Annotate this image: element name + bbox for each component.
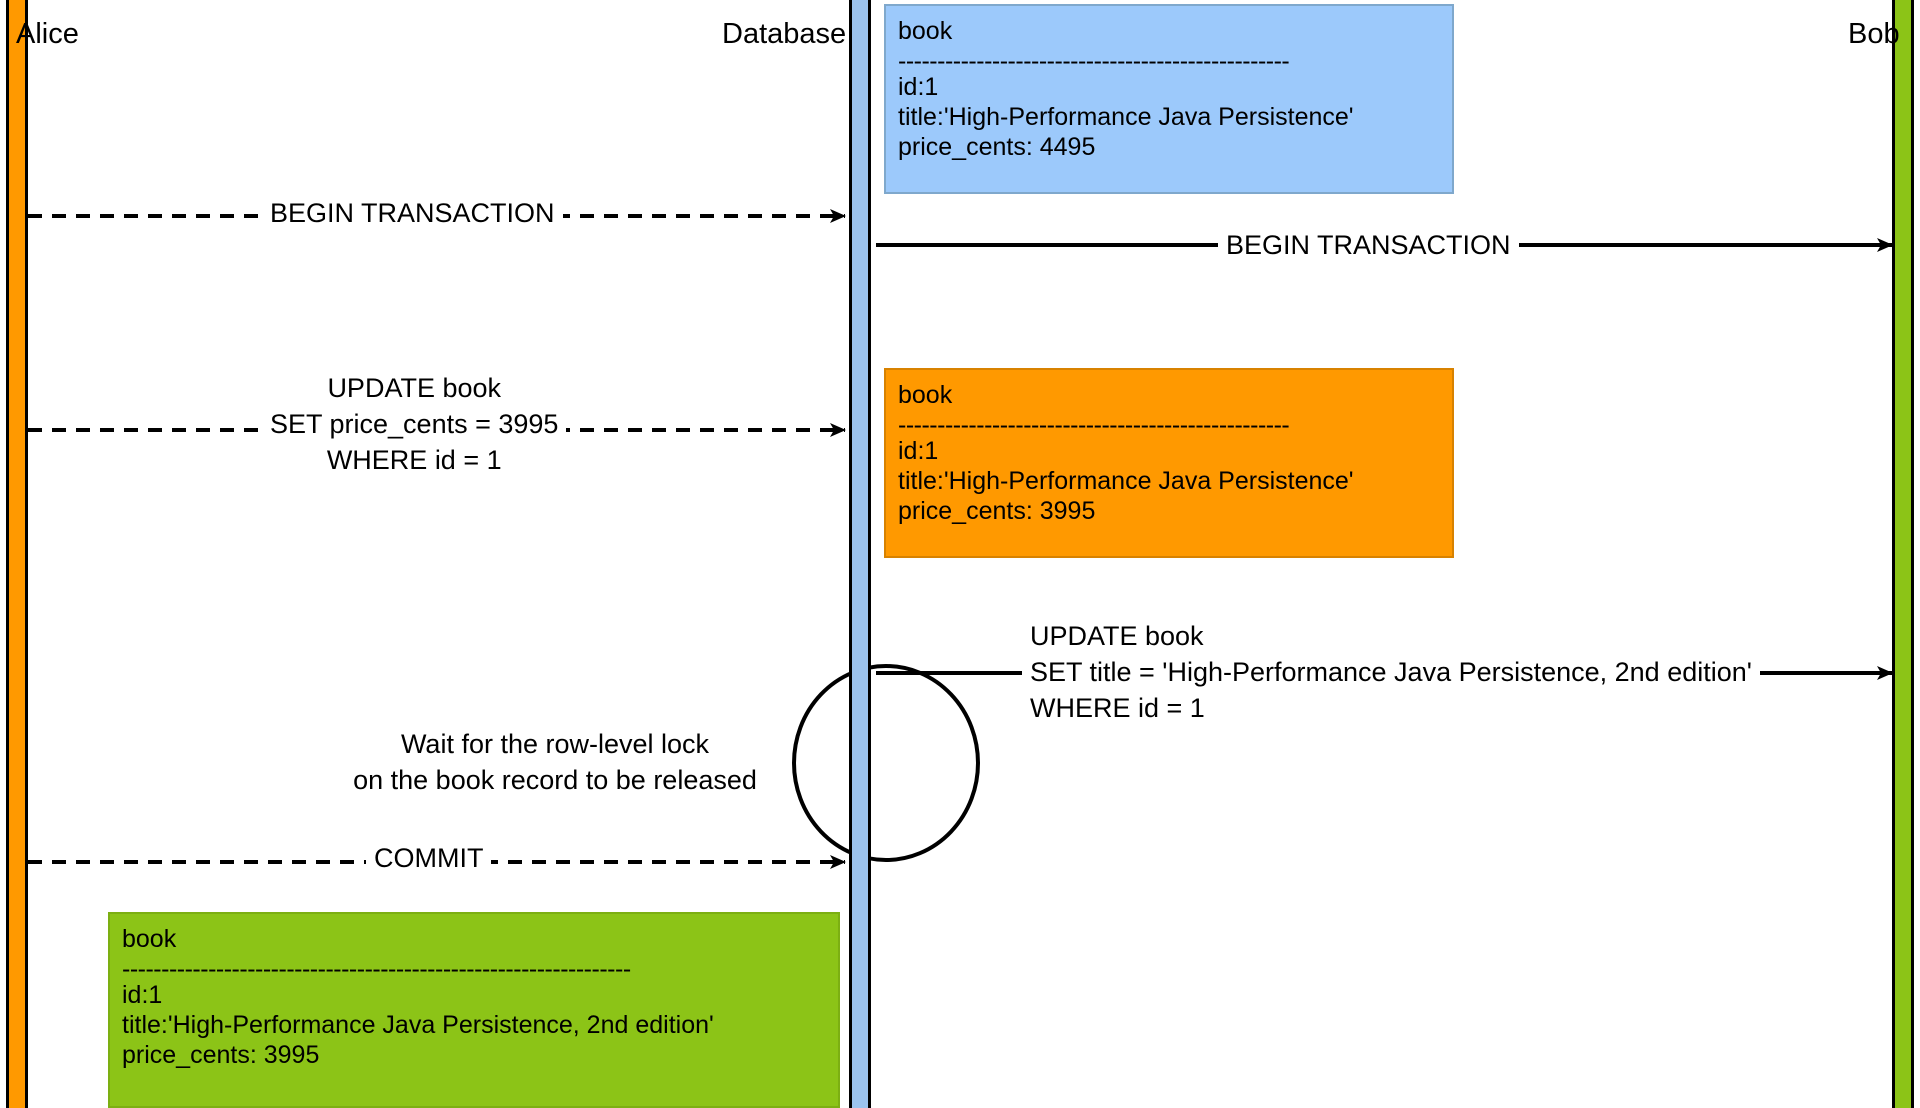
note-alice-update-title: book bbox=[898, 381, 953, 409]
note-initial-title: book bbox=[898, 17, 953, 45]
actor-label-bob: Bob bbox=[1848, 18, 1900, 50]
note-alice-update-title-field: title:'High-Performance Java Persistence… bbox=[898, 467, 1354, 495]
wait-for-lock-line1: Wait for the row-level lock bbox=[400, 729, 710, 759]
note-after-commit-state: book -----------------------------------… bbox=[108, 912, 840, 1108]
actor-label-database: Database bbox=[722, 18, 847, 50]
note-after-commit-title-field: title:'High-Performance Java Persistence… bbox=[122, 1011, 714, 1039]
note-after-commit-price: price_cents: 3995 bbox=[122, 1041, 320, 1069]
note-after-commit-id: id:1 bbox=[122, 981, 163, 1009]
note-after-commit-title: book bbox=[122, 925, 177, 953]
message-label-bob-update-line3: WHERE id = 1 bbox=[1030, 693, 1205, 723]
message-label-bob-update-line2: SET title = 'High-Performance Java Persi… bbox=[1030, 657, 1752, 687]
note-alice-update-price: price_cents: 3995 bbox=[898, 497, 1096, 525]
message-label-alice-update-line2: SET price_cents = 3995 bbox=[270, 409, 559, 439]
lifeline-database[interactable] bbox=[849, 0, 871, 1108]
wait-for-lock-line2: on the book record to be released bbox=[353, 765, 757, 795]
note-alice-update-separator: ----------------------------------------… bbox=[898, 411, 1290, 436]
note-alice-update-id: id:1 bbox=[898, 437, 939, 465]
wait-loop-circle bbox=[792, 664, 980, 862]
actor-label-alice: Alice bbox=[16, 18, 79, 50]
note-initial-state: book -----------------------------------… bbox=[884, 4, 1454, 194]
message-label-bob-begin: BEGIN TRANSACTION bbox=[1218, 227, 1519, 263]
note-initial-separator: ----------------------------------------… bbox=[898, 47, 1290, 72]
message-label-alice-update-line3: WHERE id = 1 bbox=[326, 445, 502, 475]
message-label-alice-update: UPDATE book SET price_cents = 3995 WHERE… bbox=[262, 370, 567, 478]
note-after-commit-separator: ----------------------------------------… bbox=[122, 955, 631, 980]
lifeline-bob[interactable] bbox=[1892, 0, 1914, 1108]
note-initial-id: id:1 bbox=[898, 73, 939, 101]
lifeline-alice[interactable] bbox=[6, 0, 28, 1108]
message-label-bob-update: UPDATE book SET title = 'High-Performanc… bbox=[1022, 618, 1760, 726]
message-label-bob-update-line1: UPDATE book bbox=[1030, 621, 1204, 651]
note-initial-price: price_cents: 4495 bbox=[898, 133, 1096, 161]
wait-for-lock-annotation: Wait for the row-level lock on the book … bbox=[310, 726, 800, 798]
message-label-alice-commit: COMMIT bbox=[366, 840, 492, 876]
note-initial-title-field: title:'High-Performance Java Persistence… bbox=[898, 103, 1354, 131]
note-alice-update-state: book -----------------------------------… bbox=[884, 368, 1454, 558]
message-label-alice-update-line1: UPDATE book bbox=[327, 373, 501, 403]
message-label-alice-begin: BEGIN TRANSACTION bbox=[262, 195, 563, 231]
